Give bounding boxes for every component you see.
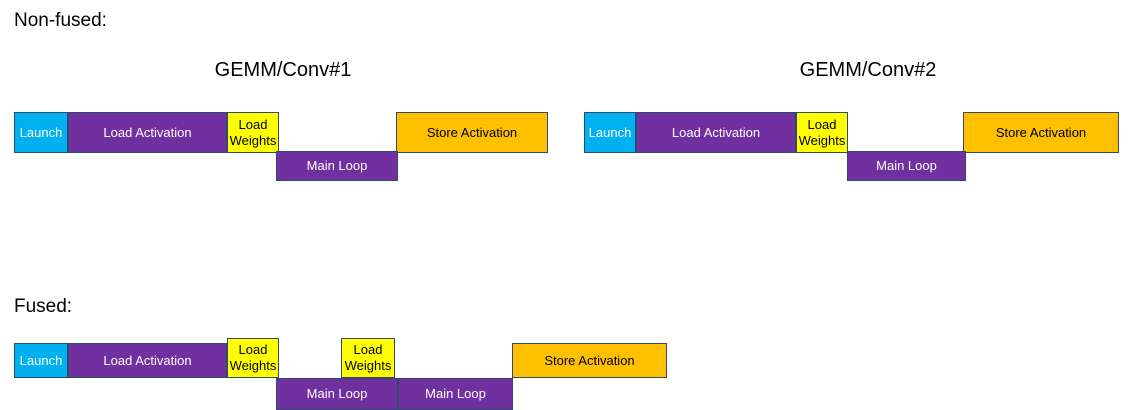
bar-label: Launch: [19, 124, 63, 140]
bar-load-activation-fused[interactable]: Load Activation: [68, 343, 227, 378]
bar-label: Load Weights: [229, 342, 277, 373]
bar-label: Store Activation: [544, 352, 635, 368]
bar-label: Main Loop: [306, 386, 368, 401]
bar-store-activation-1[interactable]: Store Activation: [396, 112, 548, 153]
bar-label: Launch: [19, 352, 63, 368]
bar-main-loop-1[interactable]: Main Loop: [276, 151, 398, 181]
bar-label: Launch: [588, 124, 632, 140]
bar-launch-1[interactable]: Launch: [14, 112, 68, 153]
bar-load-weights-fused-1[interactable]: Load Weights: [227, 338, 279, 378]
bar-label: Main Loop: [306, 158, 368, 173]
bar-main-loop-2[interactable]: Main Loop: [847, 151, 966, 181]
bar-load-weights-2[interactable]: Load Weights: [796, 112, 848, 153]
bar-label: Store Activation: [995, 124, 1087, 140]
bar-label: Main Loop: [876, 158, 937, 173]
bar-load-weights-fused-2[interactable]: Load Weights: [341, 338, 395, 378]
bar-load-activation-2[interactable]: Load Activation: [636, 112, 796, 153]
bar-load-activation-1[interactable]: Load Activation: [68, 112, 227, 153]
bar-label: Main Loop: [425, 386, 486, 401]
group-title-gemm-conv-1: GEMM/Conv#1: [214, 59, 352, 81]
bar-label: Store Activation: [426, 124, 518, 140]
bar-label: Load Weights: [229, 116, 277, 148]
bar-store-activation-fused[interactable]: Store Activation: [512, 343, 667, 378]
bar-load-weights-1[interactable]: Load Weights: [227, 112, 279, 153]
group-title-gemm-conv-2: GEMM/Conv#2: [799, 59, 937, 81]
bar-main-loop-fused-2[interactable]: Main Loop: [398, 378, 513, 410]
bar-launch-2[interactable]: Launch: [584, 112, 636, 153]
bar-label: Load Weights: [798, 116, 846, 148]
bar-label: Load Weights: [344, 342, 392, 373]
bar-launch-fused[interactable]: Launch: [14, 343, 68, 378]
bar-label: Load Activation: [103, 352, 192, 368]
bar-label: Load Activation: [671, 124, 761, 140]
bar-label: Load Activation: [103, 124, 192, 140]
bar-main-loop-fused-1[interactable]: Main Loop: [276, 378, 398, 410]
bar-store-activation-2[interactable]: Store Activation: [963, 112, 1119, 153]
section-label-non-fused: Non-fused:: [14, 10, 107, 31]
section-label-fused: Fused:: [14, 296, 73, 317]
